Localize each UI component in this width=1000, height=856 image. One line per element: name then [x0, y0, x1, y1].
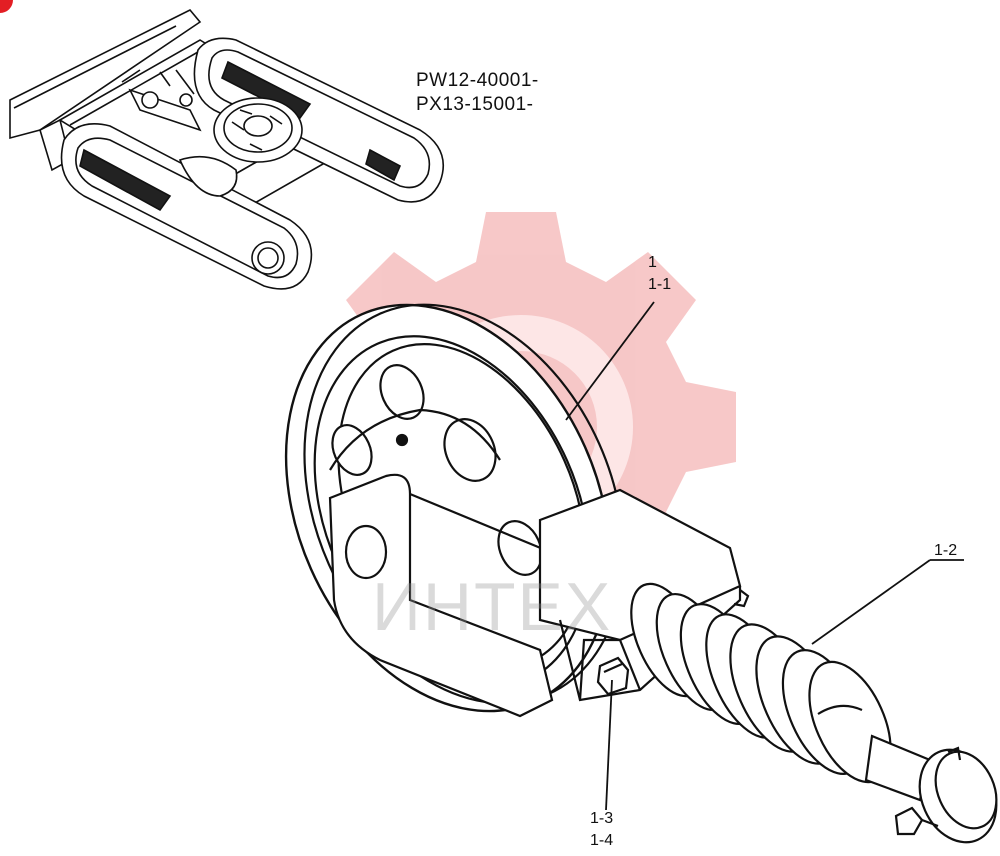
watermark-text: ИНТЕХ [372, 569, 613, 645]
undercarriage-overview [9, 9, 444, 290]
leader-line-1-2-b [811, 559, 931, 645]
idler-assembly [284, 303, 998, 844]
serial-range-1: PW12-40001- [416, 70, 539, 91]
leader-line-1 [565, 301, 655, 421]
leader-line-1-3 [605, 679, 613, 811]
recoil-spring [630, 582, 892, 784]
callout-1: 1 [648, 254, 657, 271]
corner-marker [0, 0, 13, 13]
leader-lines [565, 301, 964, 811]
callout-1-4: 1-4 [590, 832, 614, 849]
callout-1-3: 1-3 [590, 810, 614, 827]
callout-1-1: 1-1 [648, 276, 672, 293]
callout-1-2: 1-2 [934, 542, 958, 559]
serial-range-2: PX13-15001- [416, 94, 534, 115]
